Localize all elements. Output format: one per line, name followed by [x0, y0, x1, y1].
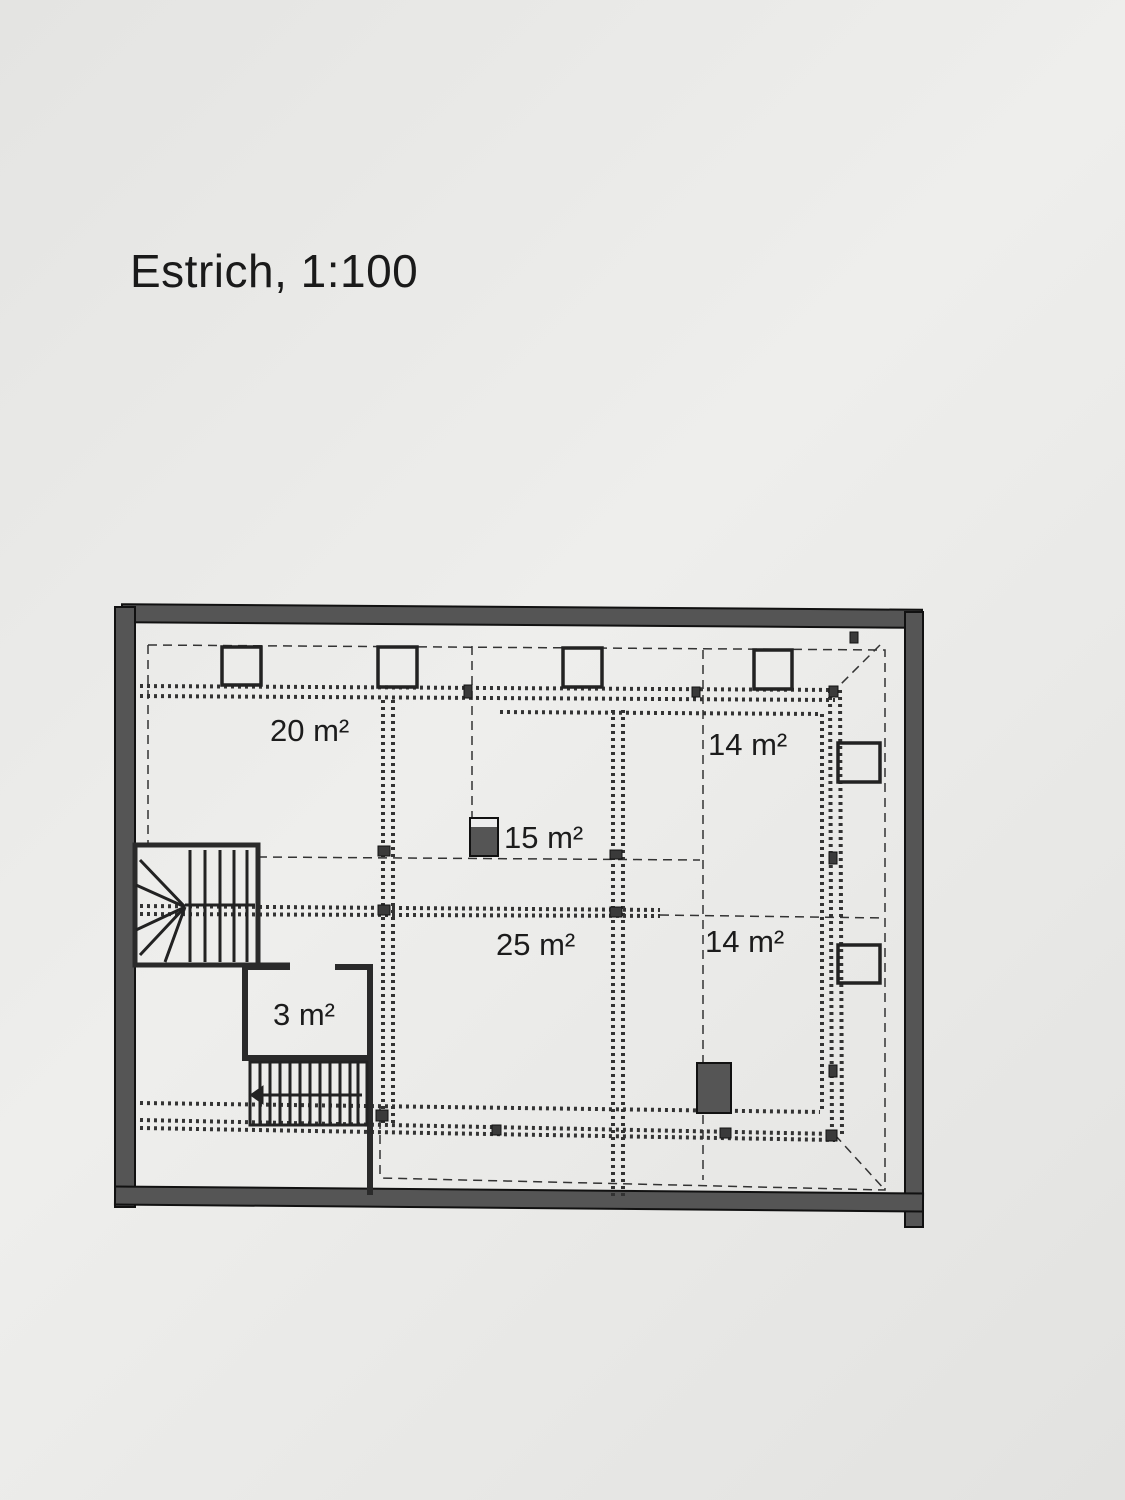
room-area-label: 25 m² [496, 927, 575, 962]
chimney-icon [696, 1062, 732, 1114]
skylight-icon [561, 646, 604, 689]
skylight-icon [376, 645, 419, 689]
room-area-label: 20 m² [270, 713, 349, 748]
beams-dotted [139, 684, 844, 1198]
room-area-label: 3 m² [273, 997, 335, 1032]
spiral-staircase [132, 842, 290, 968]
outer-walls [113, 603, 925, 1228]
room-area-label: 14 m² [705, 924, 784, 959]
room-area-label: 14 m² [708, 727, 787, 762]
plan-title: Estrich, 1:100 [130, 245, 419, 297]
skylight-icon [752, 648, 794, 691]
arrow-icon [249, 1085, 264, 1105]
straight-staircase [248, 1060, 369, 1127]
posts [375, 631, 859, 1142]
small-room-walls [242, 964, 373, 1195]
room-area-label: 15 m² [504, 820, 583, 855]
skylight-icon [836, 741, 882, 784]
skylight-icon [220, 645, 263, 687]
skylight-icon [836, 943, 882, 985]
skylights [220, 645, 882, 985]
